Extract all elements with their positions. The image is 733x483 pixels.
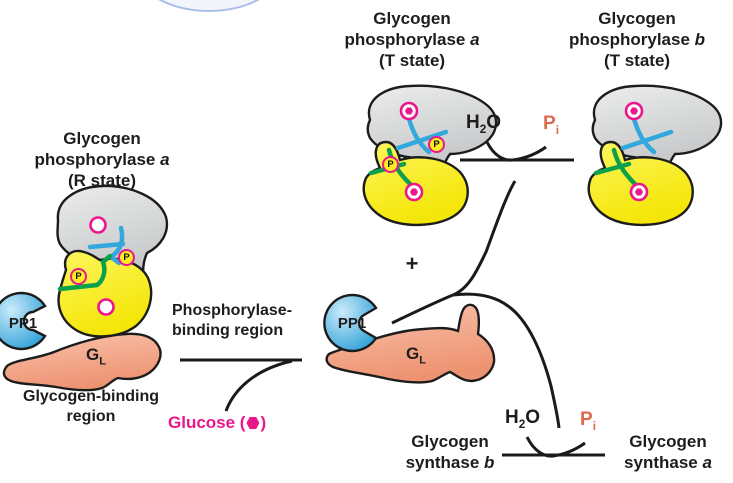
glucose-hexagon-icon [246, 417, 260, 429]
title-line: (R state) [67, 171, 136, 190]
state-letter: a [160, 150, 170, 169]
title-line: (T state) [378, 51, 446, 70]
title-line: Glycogen [598, 9, 676, 28]
phosphate-badge: P [70, 268, 87, 285]
title-phosphorylase-b-t-state: Glycogen phosphorylase b (T state) [547, 8, 727, 71]
curve-h2o-pi-bottom [525, 437, 585, 458]
title-line: (T state) [603, 51, 671, 70]
phosphate-badge: P [118, 249, 135, 266]
label-glycogen-binding-region: Glycogen-binding region [23, 388, 159, 425]
green-tail-left [57, 253, 113, 292]
h2o-label-bottom: H2O [505, 407, 541, 431]
phosphate-badge: P [382, 156, 399, 173]
title-line: phosphorylase [568, 30, 695, 49]
curve-pp1-to-phosphorylase [391, 181, 515, 325]
h2o-label-top: H2O [466, 112, 502, 136]
curve-h2o-pi-top [485, 142, 546, 162]
plus-sign: + [405, 251, 419, 276]
state-letter: b [484, 453, 495, 472]
binding-site-glucose-bound [399, 101, 424, 202]
label-glycogen-synthase-a: Glycogen synthase a [624, 432, 712, 472]
curve-pp1-to-synthase [452, 292, 559, 428]
label-phosphorylase-binding-region: Phosphorylase- binding region [172, 302, 293, 339]
binding-site-ring-empty-top [89, 216, 107, 234]
pp1-middle-shape [323, 293, 378, 353]
title-line: Glycogen [373, 9, 451, 28]
faint-granule-ellipse [158, 0, 260, 12]
gl-foot-middle [325, 303, 496, 384]
state-letter: b [694, 30, 706, 49]
title-line: phosphorylase [344, 30, 471, 49]
reaction-arrows [180, 142, 605, 456]
label-glucose: Glucose () [168, 413, 267, 432]
state-letter: a [470, 30, 480, 49]
binding-site-glucose-bound-b [624, 101, 649, 202]
gl-label-middle: GL [406, 344, 426, 367]
gl-foot-left [2, 332, 162, 392]
pp1-label-left: PP1 [8, 315, 38, 332]
blue-tail-b [620, 116, 674, 155]
state-letter: a [702, 453, 712, 472]
title-line: Glycogen [63, 129, 141, 148]
pp1-left-shape [0, 291, 47, 351]
blue-tail-a-t [395, 116, 449, 155]
gl-label-left: GL [86, 345, 106, 368]
green-tail-b [593, 147, 638, 187]
label-glycogen-synthase-b: Glycogen synthase b [405, 432, 495, 472]
phosphate-badge: P [428, 136, 445, 153]
pi-label-top: Pi [543, 113, 559, 137]
curve-glucose-in [224, 359, 293, 412]
pi-label-bottom: Pi [580, 409, 596, 433]
title-phosphorylase-a-t-state: Glycogen phosphorylase a (T state) [322, 8, 502, 71]
pp1-label-middle: PP1 [337, 315, 367, 332]
binding-site-ring-empty-bottom [97, 298, 115, 316]
title-line: phosphorylase [34, 150, 161, 169]
title-phosphorylase-a-r-state: Glycogen phosphorylase a (R state) [12, 128, 192, 191]
